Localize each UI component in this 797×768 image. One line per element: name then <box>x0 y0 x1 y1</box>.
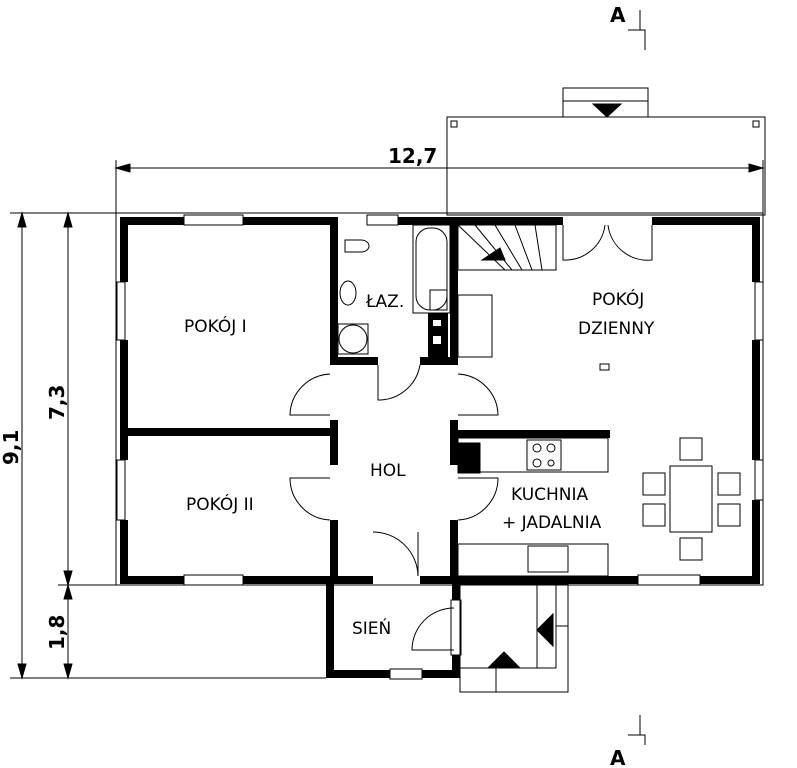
kitchen-fixtures <box>457 363 741 577</box>
terrace <box>446 87 766 216</box>
room-label-sien: SIEŃ <box>352 617 391 639</box>
room-label-kuchnia-line1: KUCHNIA <box>511 485 589 505</box>
bathroom-fixtures <box>337 224 451 355</box>
dimension-vestibule-depth: 1,8 <box>45 615 69 650</box>
section-label-top: A <box>610 3 626 27</box>
room-label-pokoj-dzienny-line1: POKÓJ <box>592 288 644 310</box>
room-label-pokoj-dzienny-line2: DZIENNY <box>578 319 655 339</box>
section-mark-top: A <box>610 3 646 50</box>
entrance-porch <box>459 583 569 693</box>
section-label-bottom: A <box>610 746 626 768</box>
room-label-kuchnia-line2: + JADALNIA <box>502 513 602 533</box>
dimension-house-depth: 7,3 <box>45 385 69 420</box>
outline <box>115 212 764 586</box>
room-label-lazienka: ŁAZ. <box>365 292 404 312</box>
room-label-pokoj-2: POKÓJ II <box>186 493 254 515</box>
windows <box>116 214 764 680</box>
stairs <box>457 224 557 358</box>
section-mark-bottom: A <box>610 715 646 768</box>
dimension-total-depth: 9,1 <box>0 430 23 465</box>
dimension-total-width: 12,7 <box>388 144 437 168</box>
room-label-hol: HOL <box>370 461 406 481</box>
dimension-lines <box>10 160 765 680</box>
room-label-pokoj-1: POKÓJ I <box>184 315 247 337</box>
doors <box>289 224 653 651</box>
walls <box>120 217 760 678</box>
